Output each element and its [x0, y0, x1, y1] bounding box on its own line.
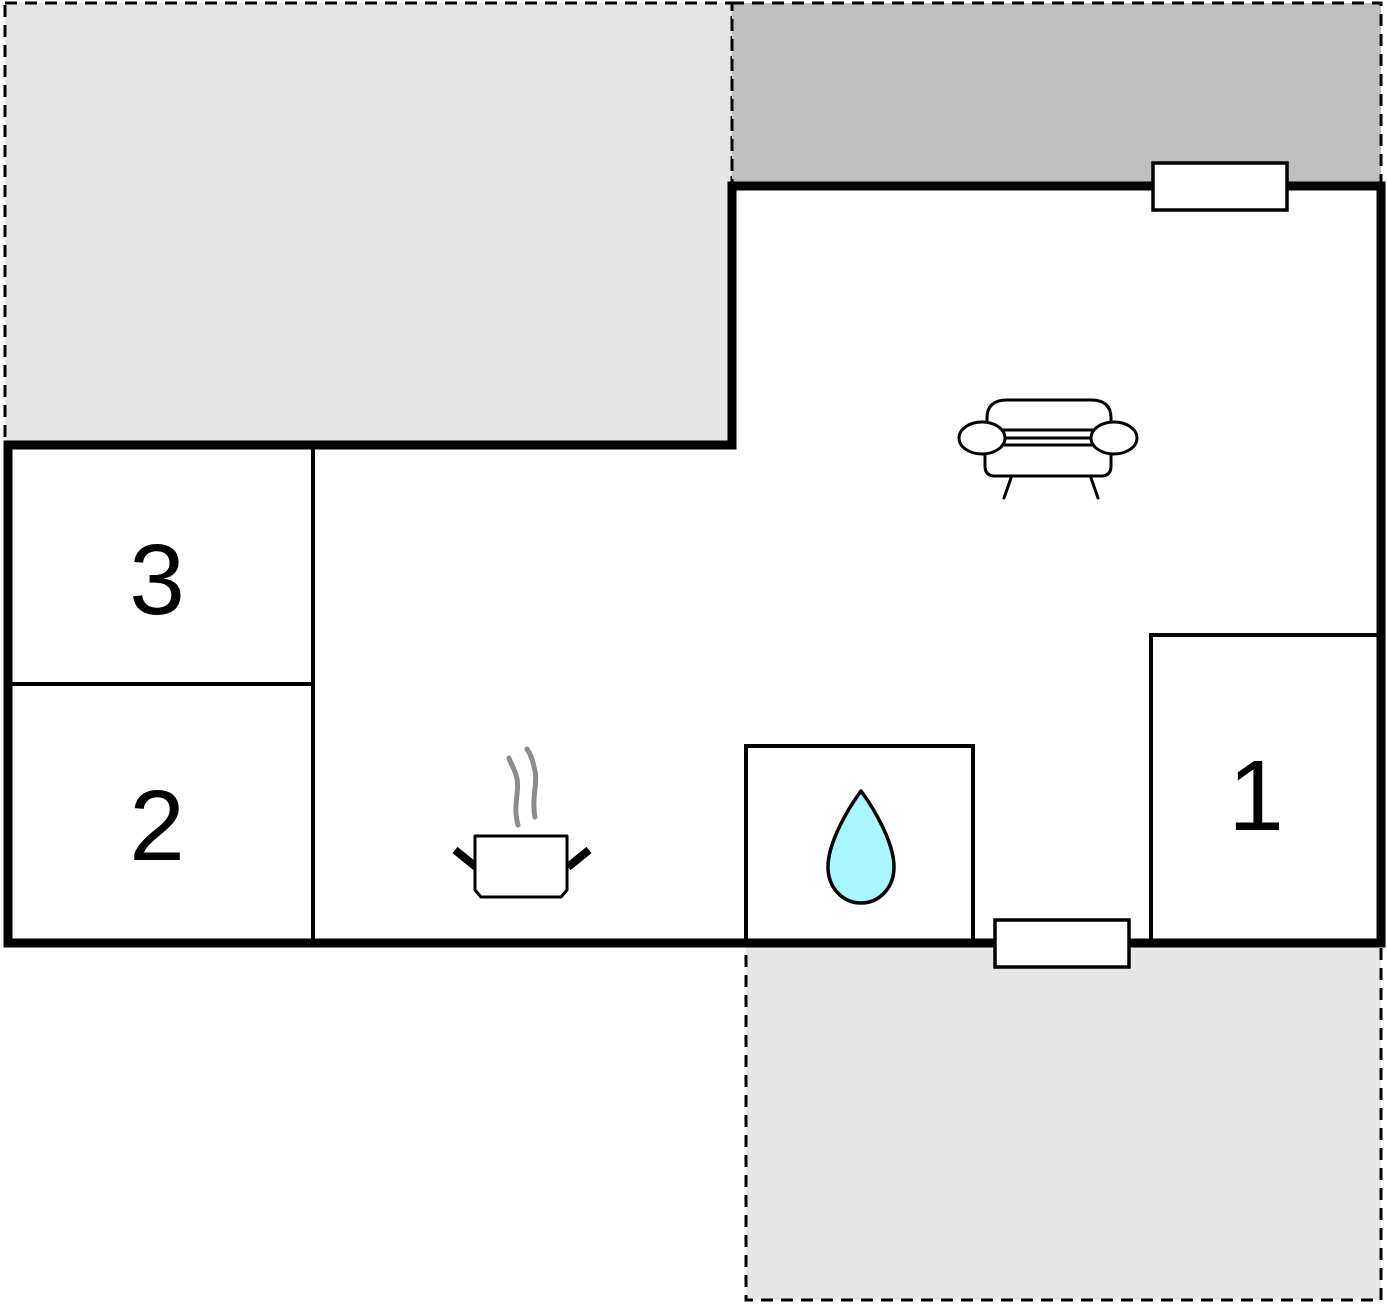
terrace-top-left	[3, 1, 734, 445]
window-icon	[1151, 161, 1289, 212]
room-1-label: 1	[1228, 740, 1284, 852]
room-3-label: 3	[129, 524, 185, 636]
house-floor	[8, 186, 1381, 943]
water-drop-icon	[826, 789, 896, 905]
terrace-bottom	[744, 941, 1383, 1302]
cooking-pot-icon	[452, 746, 592, 899]
terrace-top-right	[730, 1, 1383, 190]
sofa-icon	[957, 398, 1139, 500]
bathroom-walls	[744, 744, 975, 943]
window-icon	[993, 918, 1131, 969]
room-1-walls	[1149, 633, 1381, 943]
outer-walls	[3, 181, 1386, 948]
room-2-label: 2	[129, 770, 185, 882]
